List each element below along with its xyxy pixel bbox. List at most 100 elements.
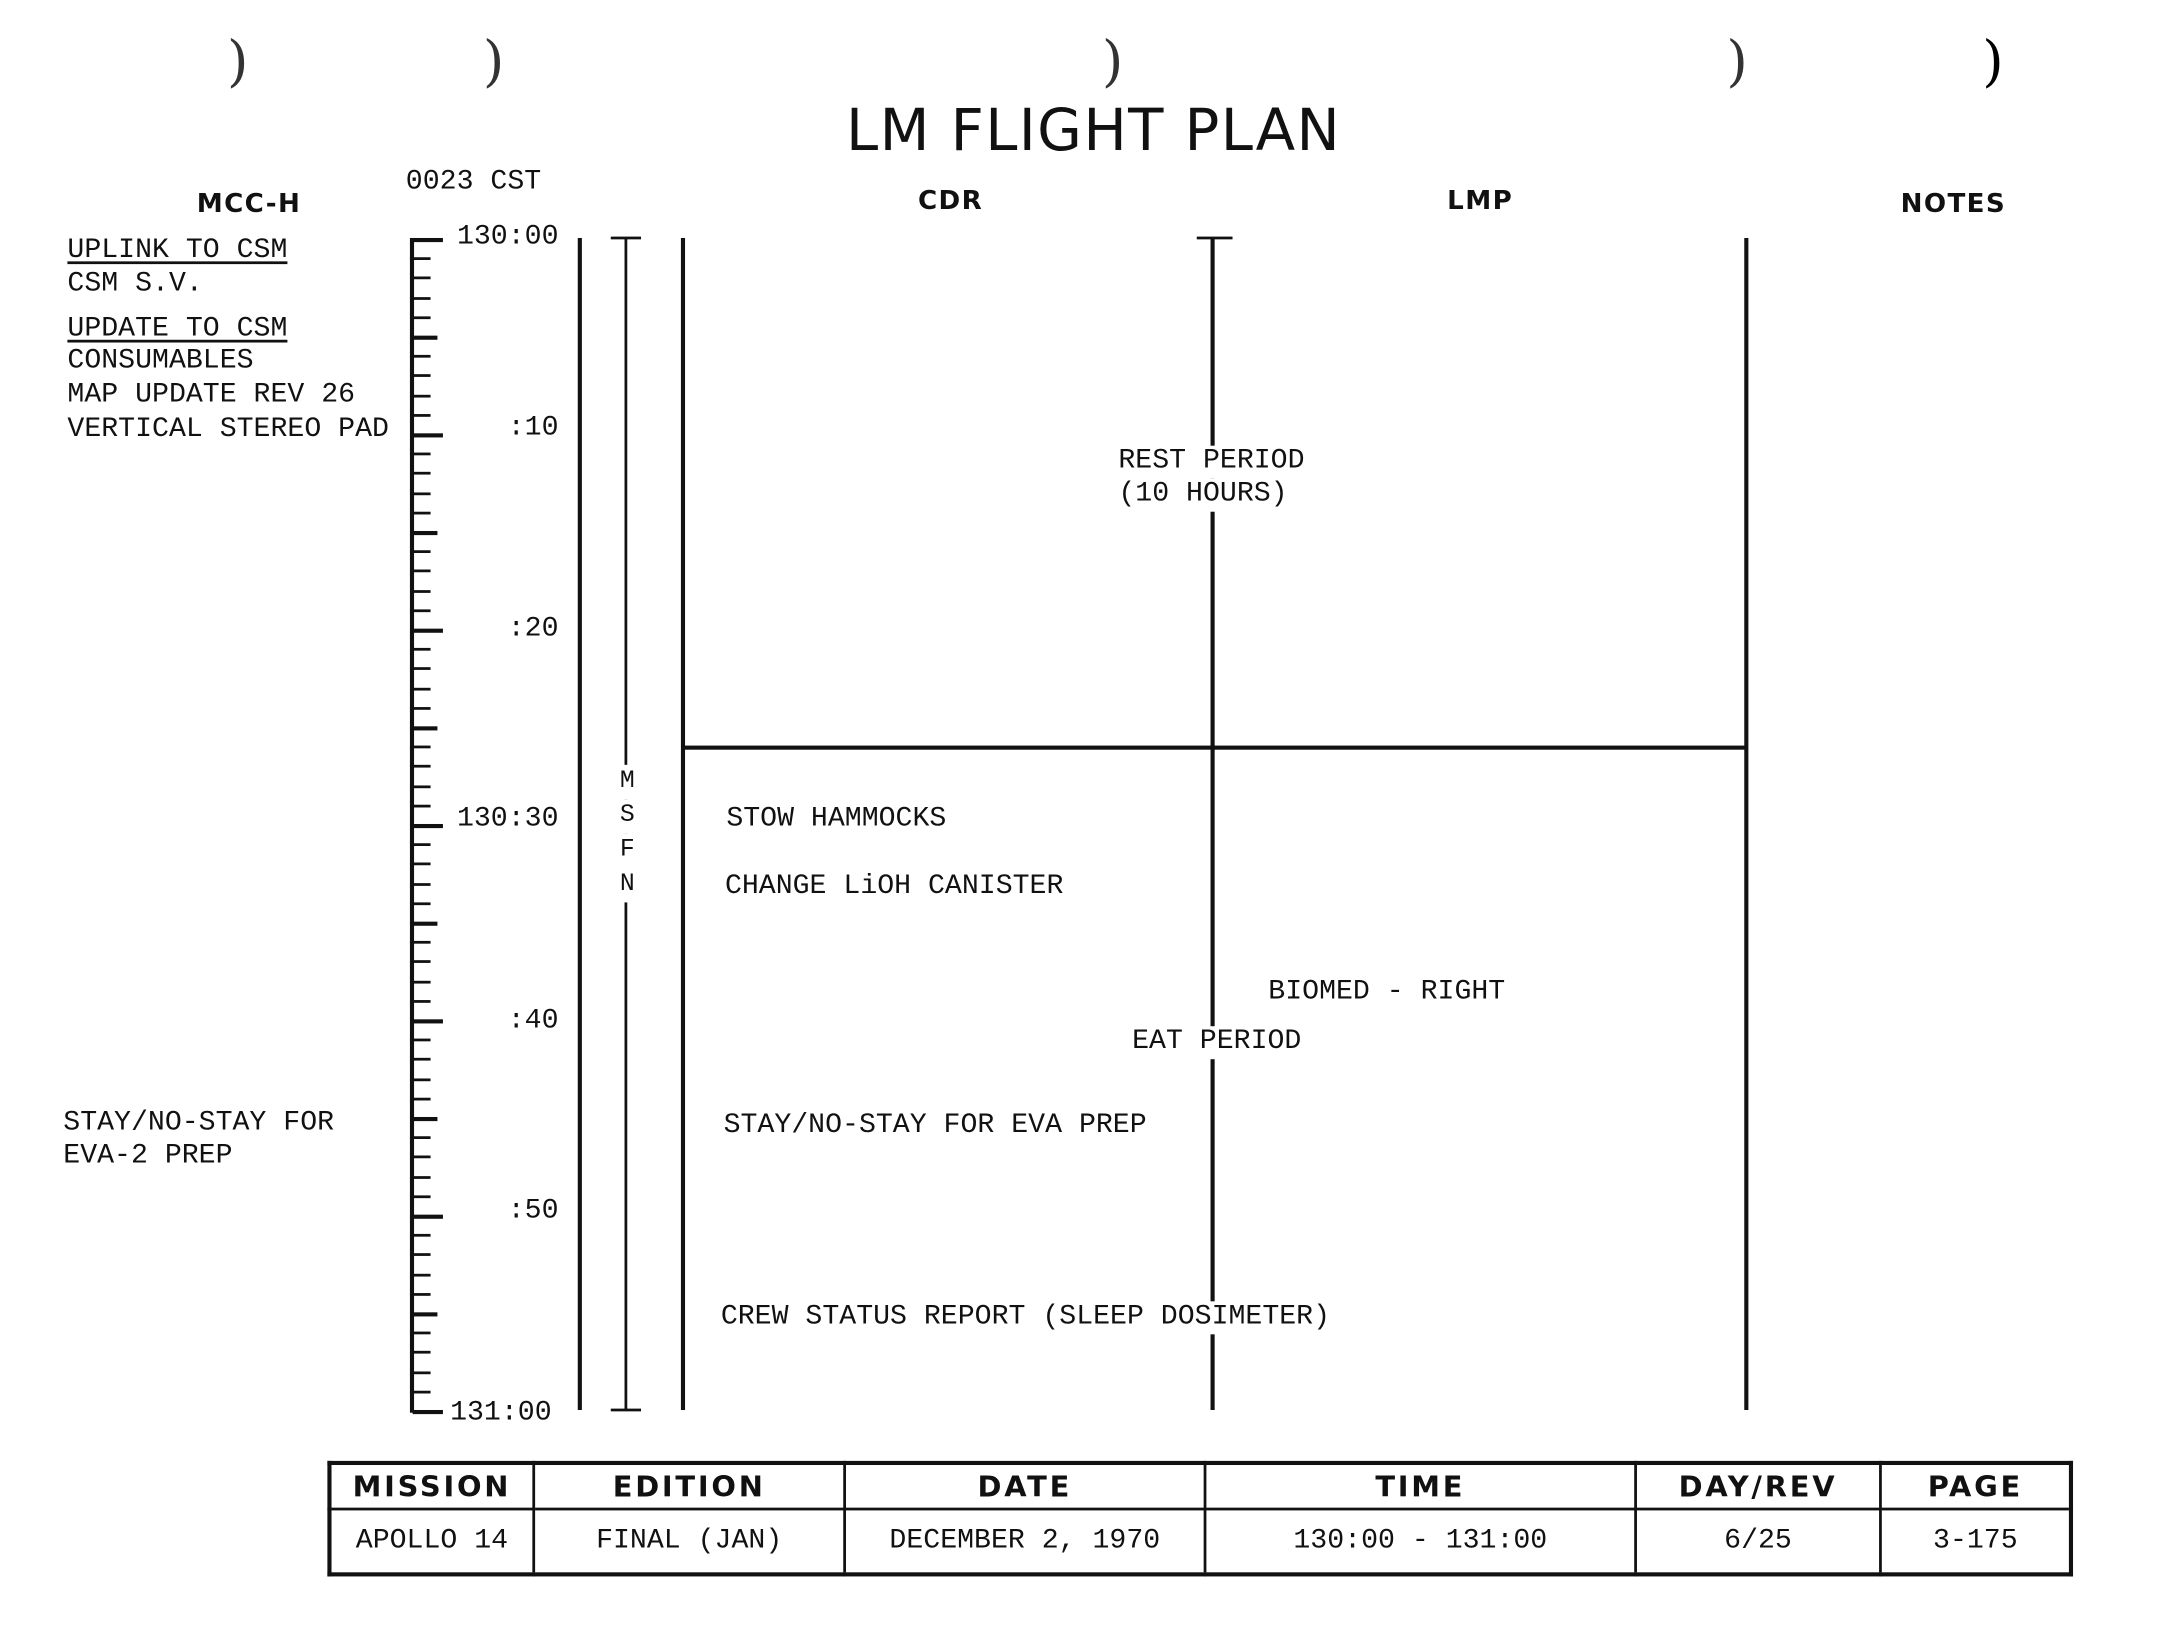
- minor-tick: [412, 1351, 431, 1355]
- minor-tick: [412, 1156, 431, 1159]
- column-header-notes: NOTES: [1900, 188, 2007, 219]
- minor-tick: [412, 452, 431, 456]
- minor-tick: [412, 804, 431, 808]
- msfn-letter: M: [616, 764, 639, 800]
- time-ruler: [409, 237, 415, 1413]
- binder-hole-mark: ): [1982, 30, 2004, 94]
- minor-tick: [412, 277, 431, 280]
- clock-time: 0023 CST: [405, 166, 542, 199]
- time-label: :40: [507, 1005, 559, 1038]
- major-tick: [412, 237, 443, 243]
- activity-lioh: CHANGE LiOH CANISTER: [724, 870, 1064, 903]
- column-header-mcc: MCC-H: [196, 188, 302, 219]
- major-tick: [412, 1116, 438, 1122]
- minor-tick: [412, 1175, 431, 1179]
- activity-eat: EAT PERIOD: [1132, 1026, 1302, 1060]
- minor-tick: [412, 1077, 431, 1081]
- footer-header: DAY/REV: [1634, 1461, 1882, 1511]
- msfn-start-mark: [610, 236, 642, 240]
- minor-tick: [412, 1292, 431, 1296]
- msfn-end-mark: [610, 1408, 642, 1412]
- cdr-lmp-divider: [1210, 237, 1215, 1410]
- major-tick: [412, 823, 443, 829]
- minor-tick: [412, 648, 431, 651]
- time-label: 130:00: [456, 221, 559, 254]
- activity-stow: STOW HAMMOCKS: [726, 803, 947, 835]
- major-tick: [412, 628, 443, 633]
- activity-stay: STAY/NO-STAY FOR EVA PREP: [723, 1110, 1147, 1142]
- msfn-letter: S: [616, 799, 639, 834]
- footer-header: TIME: [1203, 1461, 1637, 1511]
- footer-header: EDITION: [532, 1461, 846, 1511]
- minor-tick: [412, 667, 431, 671]
- day-rev-value: 6/25: [1634, 1507, 1882, 1576]
- binder-hole-mark: ): [482, 30, 505, 94]
- date-value: DECEMBER 2, 1970: [843, 1507, 1207, 1576]
- minor-tick: [412, 784, 431, 788]
- minor-tick: [412, 374, 431, 378]
- column-header-lmp: LMP: [1447, 185, 1514, 216]
- minor-tick: [412, 491, 431, 495]
- minor-tick: [412, 511, 431, 515]
- update-item: MAP UPDATE REV 26: [67, 379, 356, 412]
- lmp-right-line: [1744, 237, 1749, 1410]
- major-tick: [412, 433, 443, 438]
- minor-tick: [412, 1038, 431, 1042]
- minor-tick: [412, 316, 431, 319]
- uplink-heading: UPLINK TO CSM: [67, 235, 288, 267]
- major-tick: [412, 335, 438, 340]
- minor-tick: [412, 296, 431, 300]
- minor-tick: [412, 745, 431, 749]
- msfn-letter: N: [616, 868, 639, 903]
- time-label: 130:30: [456, 803, 559, 835]
- activity-biomed: BIOMED - RIGHT: [1268, 976, 1506, 1009]
- mission-value: APOLLO 14: [328, 1507, 536, 1576]
- stay-note: EVA-2 PREP: [63, 1140, 233, 1173]
- page-title: LM FLIGHT PLAN: [846, 96, 1342, 164]
- binder-hole-mark: ): [1726, 30, 1748, 94]
- msfn-letter: F: [616, 833, 639, 869]
- minor-tick: [412, 980, 431, 983]
- minor-tick: [412, 570, 431, 573]
- minor-tick: [412, 413, 431, 417]
- minor-tick: [412, 609, 431, 612]
- major-tick: [412, 726, 438, 731]
- minor-tick: [412, 257, 431, 261]
- minor-tick: [412, 843, 431, 847]
- rest-period: REST PERIOD: [1118, 445, 1305, 479]
- rest-duration: (10 HOURS): [1118, 478, 1288, 512]
- major-tick: [412, 1409, 443, 1415]
- edition-value: FINAL (JAN): [532, 1507, 846, 1576]
- binder-hole-mark: ): [226, 30, 249, 94]
- uplink-item: CSM S.V.: [67, 268, 203, 300]
- footer-header: PAGE: [1879, 1461, 2073, 1511]
- stay-note: STAY/NO-STAY FOR: [63, 1107, 335, 1139]
- minor-tick: [412, 472, 431, 476]
- binder-hole-mark: ): [1101, 30, 1124, 94]
- divider-line: [577, 237, 582, 1410]
- minor-tick: [412, 687, 431, 690]
- minor-tick: [412, 1097, 431, 1101]
- minor-tick: [412, 706, 431, 710]
- minor-tick: [412, 550, 431, 554]
- rest-start-mark: [1196, 236, 1233, 240]
- minor-tick: [412, 765, 431, 769]
- minor-tick: [412, 1273, 431, 1276]
- minor-tick: [412, 1195, 431, 1198]
- minor-tick: [412, 902, 431, 905]
- major-tick: [412, 921, 438, 926]
- time-label: :20: [507, 613, 559, 646]
- minor-tick: [412, 863, 431, 866]
- minor-tick: [412, 1234, 431, 1237]
- time-label: 131:00: [450, 1397, 552, 1430]
- major-tick: [412, 1019, 443, 1024]
- minor-tick: [412, 1331, 431, 1335]
- footer-header: DATE: [843, 1461, 1207, 1511]
- minor-tick: [412, 1370, 431, 1374]
- minor-tick: [412, 960, 431, 964]
- footer-table: MISSION EDITION DATE TIME DAY/REV PAGE A…: [327, 1460, 2074, 1577]
- update-item: CONSUMABLES: [67, 345, 254, 377]
- page-value: 3-175: [1879, 1507, 2073, 1576]
- time-value: 130:00 - 131:00: [1203, 1507, 1637, 1576]
